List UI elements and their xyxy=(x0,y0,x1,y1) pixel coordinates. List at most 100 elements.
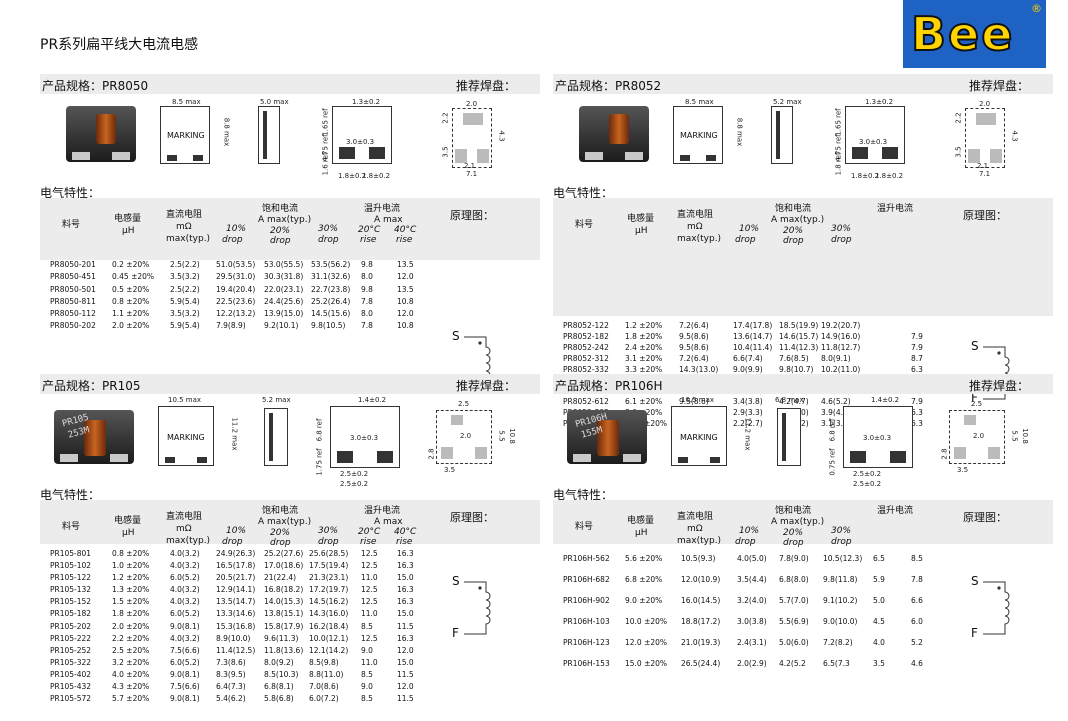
photo-pin xyxy=(110,454,128,462)
cell: PR105-222 xyxy=(50,633,92,643)
cell: 10.8 xyxy=(397,321,414,331)
cell: 11.4(12.3) xyxy=(779,342,819,352)
cell: 6.0(7.2) xyxy=(309,694,339,704)
col-t20-rise: rise xyxy=(360,537,377,547)
cell: 2.5(2.2) xyxy=(170,284,200,294)
top-height-dim: 11.2 max xyxy=(743,417,752,451)
cell: 2.2 ±20% xyxy=(112,633,150,643)
pad-label: 推荐焊盘： xyxy=(455,79,516,93)
cell: 9.8(11.8) xyxy=(823,575,858,585)
cell: 8.0 xyxy=(361,272,373,282)
inductor-symbol xyxy=(464,581,491,635)
bottom-h-dim: 6.8 ref xyxy=(315,418,324,442)
col-dcr: 直流电阻 xyxy=(166,210,203,220)
bottom-pad xyxy=(852,147,868,159)
cell: PR8050-451 xyxy=(50,272,96,282)
cell: 9.0 ±20% xyxy=(625,596,663,606)
cell: PR8050-201 xyxy=(50,260,96,269)
cell: 3.2(4.0) xyxy=(737,596,767,606)
marking-label: MARKING xyxy=(167,433,205,442)
cell: 10.4(11.4) xyxy=(733,342,773,352)
bottom-view-drawing xyxy=(845,106,905,164)
col-p20-drop: drop xyxy=(270,538,291,548)
solder-pad xyxy=(451,415,463,425)
col-p20: 20% xyxy=(783,226,804,236)
side-view-drawing xyxy=(771,106,793,164)
cell: PR8052-312 xyxy=(563,353,609,363)
col-p20: 20% xyxy=(783,528,804,538)
side-view-lead xyxy=(269,413,273,461)
top-view-pin xyxy=(678,457,688,463)
cell: 9.5(8.6) xyxy=(679,342,709,352)
cell: 2.0 ±20% xyxy=(112,621,150,631)
cell: 6.5 xyxy=(873,554,885,563)
pad-bottom1-dim: 2.1 xyxy=(977,162,989,170)
col-temp-unit: A max xyxy=(374,517,403,527)
col-ind-unit: μH xyxy=(122,528,135,538)
cell: 53.0(55.5) xyxy=(264,260,304,269)
cell: 15.3(16.8) xyxy=(216,621,256,631)
polarity-dot xyxy=(478,341,482,345)
cell: 24.9(26.3) xyxy=(216,549,256,558)
spec-label: 产品规格：PR8050 xyxy=(42,77,148,94)
marking-label: MARKING xyxy=(680,131,718,140)
col-dcr: 直流电阻 xyxy=(677,512,714,522)
col-ind: 电感量 xyxy=(627,516,655,526)
top-view-drawing: MARKING xyxy=(158,406,214,466)
coil-path xyxy=(464,581,491,635)
schematic-f-label: F xyxy=(452,626,459,640)
col-p10-drop: drop xyxy=(222,235,243,245)
bottom-mid-dim: 3.0±0.3 xyxy=(350,434,379,442)
logo-text: Bee xyxy=(910,6,1015,62)
bottom-h-dim: 6.8 ref xyxy=(828,418,837,442)
cell: 9.0(10.0) xyxy=(823,617,858,627)
cell: 7.8 xyxy=(911,575,923,585)
solder-pad xyxy=(968,149,980,163)
cell: 9.0(8.1) xyxy=(170,669,200,679)
cell: 11.8(12.7) xyxy=(821,342,861,352)
cell: 3.5(3.2) xyxy=(170,272,200,282)
solder-pad xyxy=(477,149,489,163)
cell: 18.8(17.2) xyxy=(681,617,721,627)
cell: 17.5(19.4) xyxy=(309,561,349,571)
cell: 14.3(16.0) xyxy=(309,609,349,619)
cell: 16.3 xyxy=(397,561,414,571)
photo-coil xyxy=(84,420,106,456)
top-width-dim: 8.5 max xyxy=(685,98,714,106)
cell: PR8050-112 xyxy=(50,309,96,319)
col-sat-unit: A max(typ.) xyxy=(771,215,825,225)
cell: 12.9(14.1) xyxy=(216,585,256,595)
bottom-pad xyxy=(890,451,906,463)
cell: 5.0 xyxy=(873,596,885,606)
cell: 1.0 ±20% xyxy=(112,561,150,571)
cell: 6.6 xyxy=(911,596,923,606)
cell: 7.2(6.4) xyxy=(679,353,709,363)
cell: 13.8(15.1) xyxy=(264,609,304,619)
cell: 1.2 ±20% xyxy=(112,573,150,583)
cell: 5.9(5.4) xyxy=(170,321,200,331)
cell: 12.0 xyxy=(397,645,414,655)
top-view-pin xyxy=(165,457,175,463)
pad-right-dim: 5.5 xyxy=(1010,430,1019,442)
photo-pin xyxy=(585,152,603,160)
cell: 7.5(6.6) xyxy=(170,645,200,655)
col-p10-drop: drop xyxy=(735,235,756,245)
schematic-s-label: S xyxy=(971,574,979,588)
col-p20-drop: drop xyxy=(783,538,804,548)
cell: PR8052-122 xyxy=(563,321,609,330)
pad-bottom-dim: 3.5 xyxy=(957,466,969,474)
cell: PR105-182 xyxy=(50,609,92,619)
col-sat: 饱和电流 xyxy=(775,204,812,214)
